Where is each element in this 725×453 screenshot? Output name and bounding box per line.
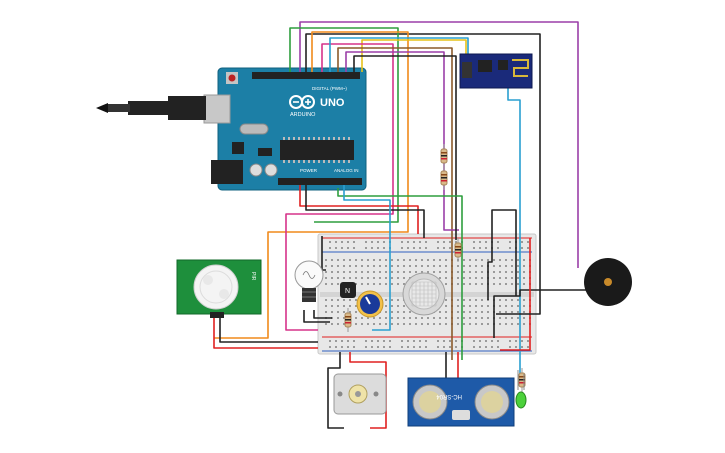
potentiometer-knob[interactable] [356, 290, 384, 318]
wire-ultrasonic-trig [337, 47, 453, 360]
resistor-2 [440, 166, 448, 190]
wire-right-rail [500, 238, 531, 351]
resistor-1 [440, 144, 448, 168]
wire-lamp-gnd [303, 310, 330, 323]
resistors [344, 144, 526, 392]
green-led [515, 370, 527, 409]
wire-pot-signal [343, 185, 391, 331]
resistor-3 [454, 238, 462, 262]
light-bulb [294, 260, 324, 302]
wire-lamp-signal [285, 43, 394, 331]
wire-pir-gnd [219, 316, 318, 343]
board-model-label: UNO [320, 97, 345, 109]
ultrasonic-sensor: HC-SR04 [407, 377, 515, 427]
wire-led-ground [487, 209, 517, 300]
wire-pir-power [214, 31, 409, 339]
arduino-logo-icon [289, 95, 315, 109]
dc-motor [333, 373, 387, 415]
wire-esp-ground [305, 33, 541, 254]
wire-5v-power [299, 185, 419, 234]
gas-sensor [402, 272, 446, 316]
wire-pir-vcc [213, 316, 318, 349]
wire-lamp-pos [313, 310, 332, 319]
resistor-4 [344, 308, 352, 332]
wire-buzzer-ground [493, 289, 590, 338]
wire-buzzer-signal [299, 21, 579, 268]
wire-sensor-analog [337, 188, 463, 360]
wire-esp-tx [361, 39, 467, 78]
power-header-label: POWER [300, 168, 318, 173]
wire-right-ground [496, 254, 541, 315]
wire-gnd-power [305, 185, 425, 238]
transistor-label: N [345, 288, 350, 295]
wire-motor-neg [327, 352, 344, 429]
arduino-uno-board: UNO ARDUINO DIGITAL (PWM~) POWER ANALOG … [203, 67, 367, 191]
pir-motion-sensor: PIR [176, 259, 262, 318]
wire-motor-pos [349, 352, 387, 429]
wire-ground-bus [353, 55, 457, 240]
wire-green-loop [289, 27, 399, 223]
digital-header-label: DIGITAL (PWM~) [312, 86, 347, 91]
analog-header-label: ANALOG IN [334, 168, 359, 173]
transistor: N [340, 282, 356, 298]
esp8266-wifi-module [459, 53, 533, 89]
board-brand-label: ARDUINO [290, 112, 316, 118]
wire-ultrasonic-echo [345, 51, 459, 231]
pir-label: PIR [250, 272, 256, 281]
usb-cable [96, 96, 206, 120]
ultrasonic-label: HC-SR04 [436, 393, 462, 399]
piezo-buzzer [584, 258, 632, 306]
